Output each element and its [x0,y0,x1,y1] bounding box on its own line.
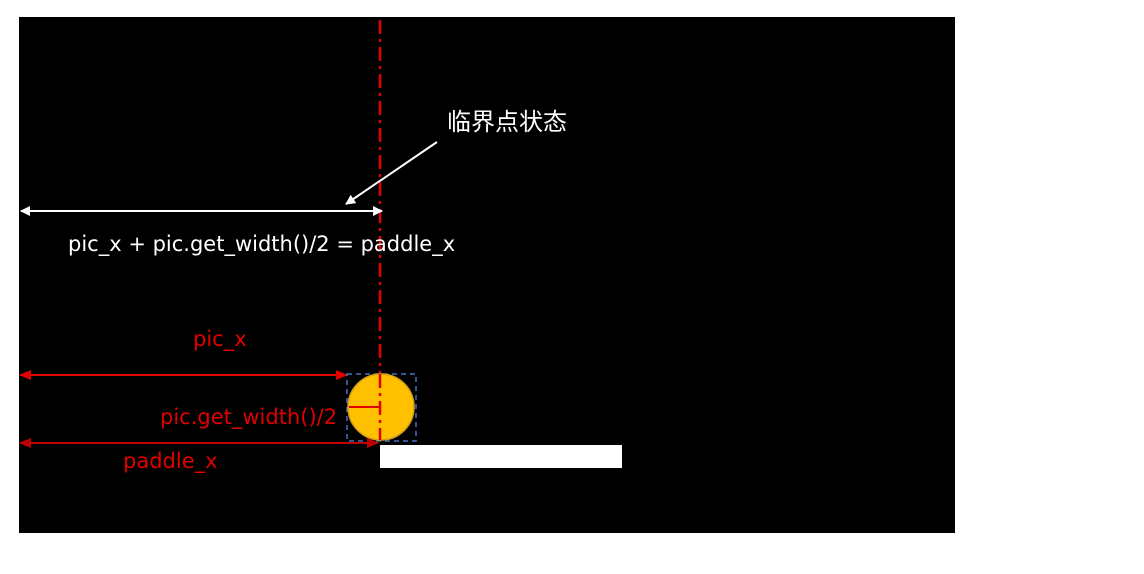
pic-x-label: pic_x [193,327,247,352]
annotation-label: 临界点状态 [447,108,567,136]
annotation-pointer-arrow [345,141,438,205]
paddle [380,445,622,468]
paddle-x-label: paddle_x [123,449,218,474]
ball-bounding-box [346,373,417,442]
equation-text: pic_x + pic.get_width()/2 = paddle_x [68,232,455,257]
half-width-label: pic.get_width()/2 [160,405,337,430]
